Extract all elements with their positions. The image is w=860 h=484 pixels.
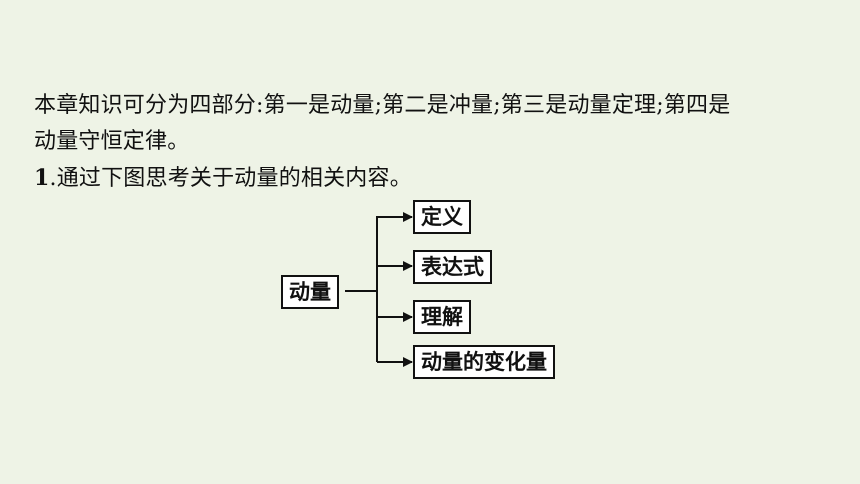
intro-line-1: 本章知识可分为四部分:第一是动量;第二是冲量;第三是动量定理;第四是	[34, 93, 731, 118]
node-understanding: 理解	[413, 300, 471, 334]
intro-paragraph: 本章知识可分为四部分:第一是动量;第二是冲量;第三是动量定理;第四是 动量守恒定…	[34, 88, 834, 160]
node-root: 动量	[281, 275, 339, 309]
node-momentum-change: 动量的变化量	[413, 345, 555, 379]
node-definition: 定义	[413, 200, 471, 234]
question-text: .通过下图思考关于动量的相关内容。	[49, 166, 412, 191]
intro-line-2: 动量守恒定律。	[34, 129, 190, 154]
question-number: 1	[34, 165, 50, 191]
question-line: 1.通过下图思考关于动量的相关内容。	[34, 160, 412, 197]
node-expression: 表达式	[413, 250, 492, 284]
